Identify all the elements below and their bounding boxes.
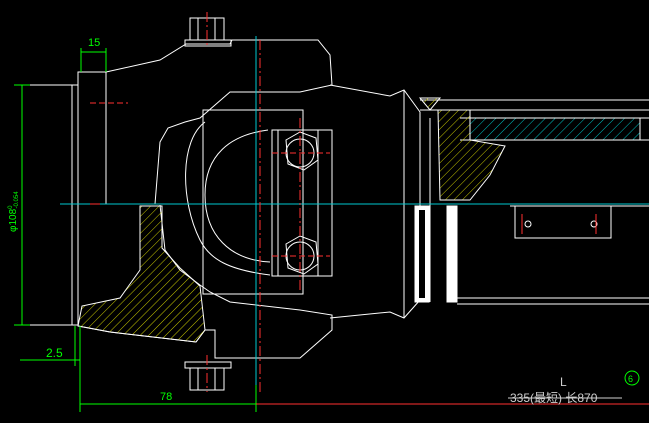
spline-hatch-cyan <box>469 117 641 141</box>
spline-hatch-yellow <box>437 109 506 201</box>
svg-text:6: 6 <box>628 374 633 384</box>
dim-flange-offset: 2.5 <box>46 346 63 360</box>
seal-rings <box>414 205 458 303</box>
centerlines <box>60 12 649 395</box>
shaft-cone <box>329 84 421 319</box>
flange <box>21 71 107 326</box>
length-symbol: L <box>560 375 567 389</box>
bearing-top <box>285 131 319 171</box>
bottom-bolt <box>184 361 232 391</box>
bearing-bottom <box>285 235 319 275</box>
dim-diameter: φ1080-0.054 <box>8 191 20 232</box>
top-bolt <box>184 17 232 47</box>
svg-text:φ1080-0.054: φ1080-0.054 <box>8 191 20 232</box>
cap-hatch <box>418 97 442 111</box>
dim-bottom-length: 78 <box>160 391 172 403</box>
yoke-section-hatch <box>77 205 206 343</box>
dim-top-width: 15 <box>88 37 100 49</box>
part-callout: 6 <box>624 370 640 386</box>
dimension-lines <box>14 48 257 412</box>
